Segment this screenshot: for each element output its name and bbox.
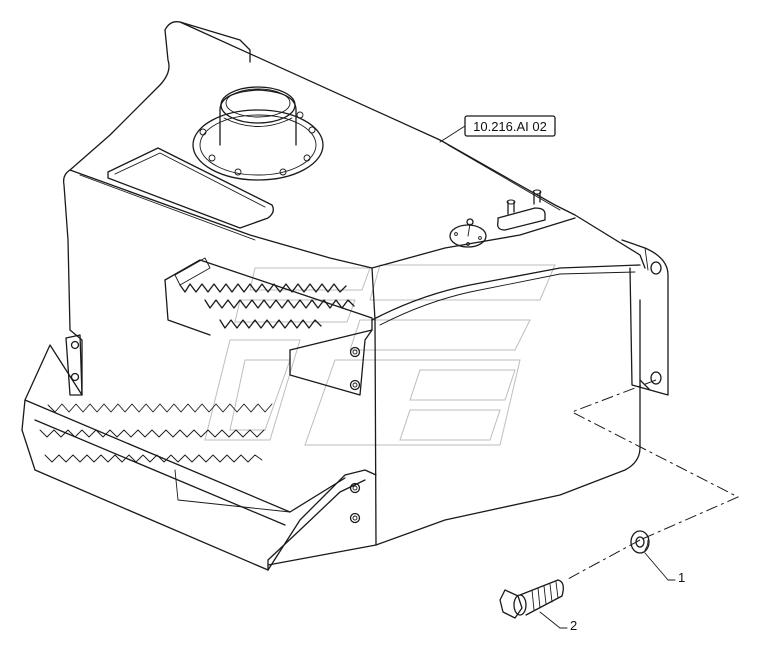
callout-2[interactable]: 2: [539, 611, 577, 633]
vent-fittings: [497, 189, 546, 231]
mounting-bracket: [621, 239, 669, 396]
lower-step: [21, 329, 377, 571]
washer: [630, 530, 650, 554]
bolt: [499, 579, 564, 619]
callout-1-label: 1: [678, 570, 685, 585]
callout-1[interactable]: 1: [644, 552, 685, 585]
assembly-lines: [565, 379, 740, 581]
reference-box[interactable]: 10.216.AI 02: [439, 115, 556, 143]
callout-2-label: 2: [570, 618, 577, 633]
reference-text: 10.216.AI 02: [473, 119, 547, 134]
level-sender: [449, 218, 487, 248]
upper-step: [164, 257, 373, 396]
watermark-logo: [204, 264, 556, 446]
top-recess-panel: [107, 147, 274, 229]
tank-body: [62, 21, 646, 566]
filler-cap: [192, 86, 324, 181]
